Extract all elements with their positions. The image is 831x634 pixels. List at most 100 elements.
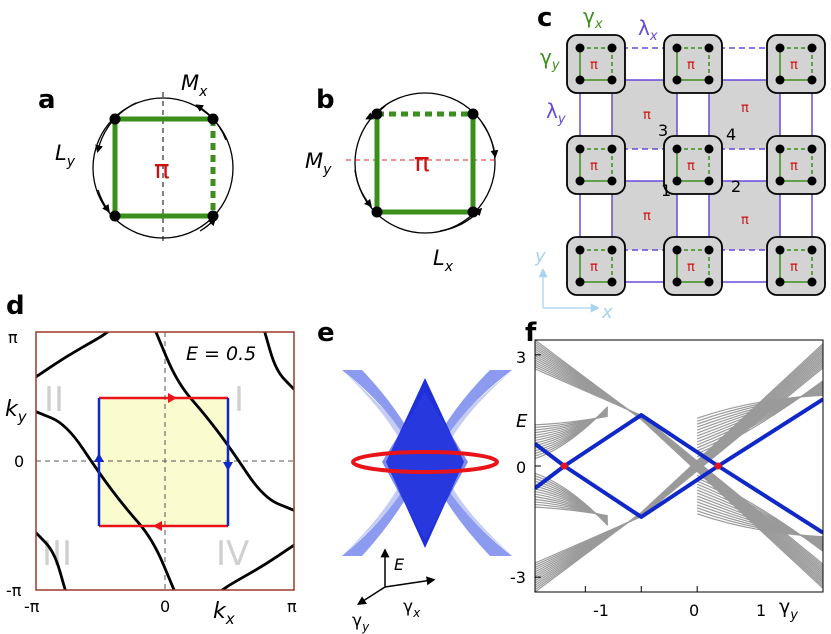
plaquette-flux-label: π [741, 213, 749, 228]
site [575, 43, 585, 53]
panel-e: e E γx γy [317, 318, 515, 634]
site-label-4: 4 [726, 125, 736, 144]
site [607, 176, 617, 186]
site [807, 277, 817, 287]
energy-label: E = 0.5 [186, 343, 256, 365]
site [109, 113, 121, 125]
mirror-label: Mx [181, 71, 208, 100]
axis-gx-label: γx [403, 597, 421, 620]
cell-flux-label: π [590, 159, 598, 174]
cell-flux-label: π [590, 260, 598, 275]
gamma-x-label: γx [583, 4, 603, 32]
inner-cone-shade [382, 392, 468, 540]
plaquette [709, 80, 780, 149]
loop-circle [354, 92, 496, 234]
panel-letter-b: b [316, 85, 335, 115]
plaquette [709, 181, 780, 250]
bulk-band [535, 506, 608, 517]
lambda-y-label: λy [546, 99, 566, 127]
site [704, 43, 714, 53]
fermi-ring [351, 450, 499, 474]
loop-arrow [94, 453, 104, 462]
site [775, 176, 785, 186]
site [807, 43, 817, 53]
fermi-contour [36, 531, 67, 590]
fermi-contour [263, 332, 294, 391]
site [704, 176, 714, 186]
xtick-left: -π [24, 597, 40, 616]
site [371, 206, 383, 218]
crossing-point [714, 462, 722, 470]
fermi-contour [154, 332, 294, 512]
panel-a: a π Mx Ly [38, 71, 234, 244]
f-ylabel: E [516, 411, 528, 432]
cell-flux-label: π [590, 58, 598, 73]
loop-arrow [223, 462, 233, 471]
loop-arrow [153, 521, 162, 531]
region-label-IV: IV [216, 534, 249, 574]
site [672, 75, 682, 85]
region-label-III: III [42, 534, 72, 574]
site [607, 75, 617, 85]
xtick-0: 0 [689, 601, 699, 620]
axis-gy-label: γy [352, 611, 370, 634]
bulk-band [696, 394, 823, 419]
plaquette-flux-label: π [643, 108, 651, 123]
site [607, 245, 617, 255]
axis-e-label: E [394, 555, 405, 574]
site [807, 144, 817, 154]
edge-band [535, 464, 823, 535]
ky-label: ky [5, 397, 28, 426]
ytick-neg3: -3 [510, 568, 526, 587]
xtick-neg1: -1 [593, 601, 609, 620]
circulation-arrow [354, 169, 372, 208]
f-xlabel: γy [779, 596, 798, 623]
loop-region [99, 398, 228, 526]
site [607, 144, 617, 154]
plaquette-flux-label: π [741, 101, 749, 116]
fermi-contour [36, 332, 109, 379]
fermi-contour [221, 543, 294, 590]
loop-arrow [168, 393, 177, 403]
bulk-band [696, 513, 823, 538]
lambda-x-label: λx [638, 16, 658, 44]
gray-bands [535, 340, 823, 592]
ticks [535, 354, 698, 592]
ytick-top: π [8, 328, 18, 347]
circulation-arrow [481, 122, 499, 159]
bulk-band [535, 415, 608, 426]
site [575, 245, 585, 255]
site [704, 144, 714, 154]
panel-b: b π My Lx [305, 85, 499, 275]
site [607, 277, 617, 287]
plaquette-flux-label: π [643, 209, 651, 224]
xtick-right: π [287, 597, 297, 616]
ytick-bottom: -π [6, 581, 22, 600]
region-label-II: II [44, 380, 64, 420]
cell-flux-label: π [687, 260, 695, 275]
site [575, 176, 585, 186]
ytick-zero: 0 [14, 452, 24, 471]
site [775, 277, 785, 287]
flux-label: π [154, 155, 170, 185]
cell-flux-label: π [687, 58, 695, 73]
site [704, 277, 714, 287]
axis-gy-arrow [356, 586, 386, 605]
site [807, 176, 817, 186]
site [672, 277, 682, 287]
site [575, 277, 585, 287]
loop-label: Lx [433, 246, 454, 275]
site [607, 43, 617, 53]
panel-d: d II I III IV E = 0.5 π 0 -π -π 0 π kx k… [5, 291, 297, 628]
cell-flux-label: π [687, 159, 695, 174]
edge-bands [535, 397, 823, 535]
site [775, 43, 785, 53]
axis-gx-arrow [384, 576, 436, 588]
panel-letter-a: a [38, 85, 56, 115]
site [207, 210, 219, 222]
site [672, 245, 682, 255]
cell-flux-label: π [790, 58, 798, 73]
ytick-0: 0 [516, 458, 526, 477]
panel-letter-c: c [537, 3, 552, 33]
